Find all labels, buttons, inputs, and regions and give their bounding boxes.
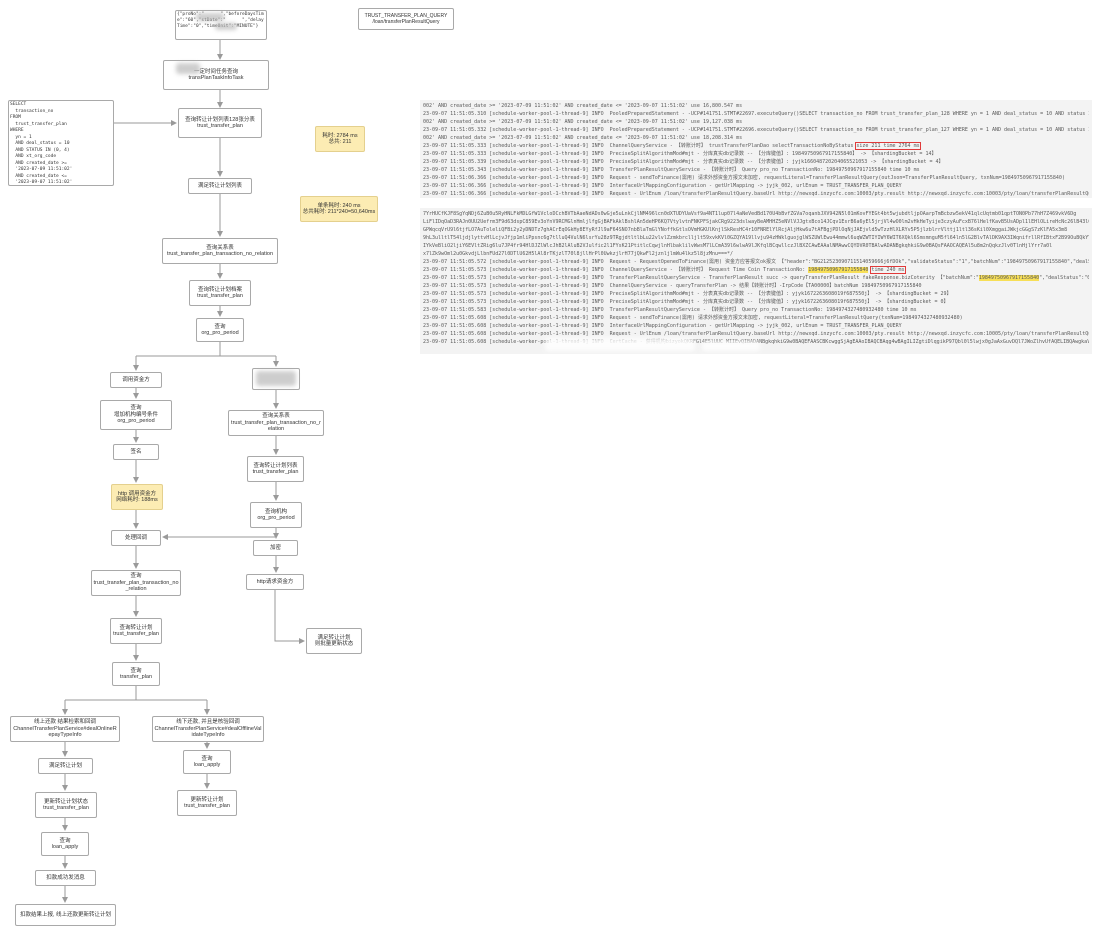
log-line: 9hL3ulltlT54ljdjlyttvHlLcjvJfjp1mliPpsnc…	[423, 235, 1089, 241]
redacted-blob	[215, 23, 237, 30]
node-offline-validate-callback: 线下还款, 并且是核验回调 ChannelTransferPlanService…	[152, 716, 264, 742]
node-query-plan-list-2: 查询转让计划列表 trust_transfer_plan	[247, 456, 304, 482]
node-handle-callback: 处理回调	[111, 530, 161, 546]
note-per-item-time: 单条耗时: 240 ms 总共耗时: 211*240=50,640ms	[300, 196, 378, 222]
node-encrypt: 加密	[253, 540, 298, 556]
note-total-time: 耗时: 2784 ms 总共: 211	[315, 126, 365, 152]
node-query-org-condition: 查询 增加机构编号条件 org_pro_period	[100, 400, 172, 430]
node-report-result: 扣款结果上报, 线上还款更新转让计划	[15, 904, 116, 926]
log-line: IYkVeBliO2ljiY6EVltZRig6lu7JP4fr94HlDJZl…	[423, 243, 1053, 249]
log-line: 23-09-07 11:51:06.366 [schedule-worker-p…	[423, 191, 1089, 197]
log-line: 7YrHUCfKJF8SgYqNDj6ZuB0u5RyHNLFkMDLGfW1V…	[423, 211, 1077, 217]
node-update-plan-status: 更新转让计划状态 trust_transfer_plan	[35, 792, 97, 818]
node-query-plan-record: 查询转让计划档案 trust_transfer_plan	[189, 280, 251, 306]
node-query-plan-2: 查询转让计划 trust_transfer_plan	[110, 618, 162, 644]
highlight-redbox: size 211 time 2764 ms	[856, 143, 920, 149]
log-line: LiFlIDqOaD3RAJn0UU2Uefrm3F9d63dspC859Ev3…	[423, 219, 1089, 225]
node-query-transfer-plan: 查询 transfer_plan	[112, 662, 160, 686]
log-line: 23-09-07 11:51:05.573 [schedule-worker-p…	[423, 299, 949, 305]
node-match-plan: 满足转让计划	[38, 758, 93, 774]
log-line: 002' AND created_date >= '2023-07-09 11:…	[423, 135, 743, 141]
log-line: 23-09-07 11:51:05.333 [schedule-worker-p…	[423, 143, 920, 149]
node-query-plan-list: 查询转让计划列表128张分表 trust_transfer_plan	[178, 108, 262, 138]
node-api-endpoint: TRUST_TRANSFER_PLAN_QUERY /loan/transfer…	[358, 8, 454, 30]
node-sign: 签名	[113, 444, 159, 460]
log-panel-1: 002' AND created_date >= '2023-07-09 11:…	[420, 100, 1092, 198]
node-query-relation-2: 查询 trust_transfer_plan_transaction_no_re…	[91, 570, 181, 596]
log-line: 23-09-07 11:51:05.572 [schedule-worker-p…	[423, 259, 1089, 265]
node-query-org-2: 查询机构 org_pro_period	[250, 502, 302, 528]
log-line: 23-09-07 11:51:06.366 [schedule-worker-p…	[423, 175, 1065, 181]
highlight-redbox: time 240 ms	[871, 267, 905, 273]
node-http-request-fund: http请求资金方	[246, 574, 304, 590]
node-query-org-period: 查询 org_pro_period	[196, 318, 244, 342]
highlight-yellow: 19849750967917155840	[808, 267, 869, 273]
redacted-blob	[176, 63, 200, 74]
node-send-success-message: 扣款成功发消息	[35, 870, 96, 886]
log-panel-2: 7YrHUCfKJF8SgYqNDj6ZuB0u5RyHNLFkMDLGfW1V…	[420, 208, 1092, 354]
redacted-blob	[702, 341, 760, 351]
log-line: 23-09-07 11:51:05.310 [schedule-worker-p…	[423, 111, 1089, 117]
redacted-blob	[256, 371, 296, 386]
log-line: 23-09-07 11:51:05.608 [schedule-worker-p…	[423, 315, 963, 321]
redacted-blob	[196, 13, 224, 21]
node-match-plan-list: 满足转让计划列表	[188, 178, 252, 194]
log-line: 23-09-07 11:51:05.333 [schedule-worker-p…	[423, 151, 937, 157]
log-line: 23-09-07 11:51:06.366 [schedule-worker-p…	[423, 183, 902, 189]
node-query-relation: 查询关系表 trust_transfer_plan_transaction_no…	[162, 238, 278, 264]
node-match-update-status: 满足转让计划 则批量更新状态	[306, 628, 362, 654]
log-line: 23-09-07 11:51:05.573 [schedule-worker-p…	[423, 291, 952, 297]
log-line: 23-09-07 11:51:05.608 [schedule-worker-p…	[423, 331, 1089, 337]
node-sql-query: SELECT transaction_no FROM trust_transfe…	[8, 100, 114, 186]
node-query-loan-apply: 查询 loan_apply	[41, 832, 89, 856]
log-line: 23-09-07 11:51:05.339 [schedule-worker-p…	[423, 159, 944, 165]
log-line: GPWqcqVrU9l6tjfLO7AuToleliQFBi2y2yDNDTz7…	[423, 227, 1068, 233]
node-call-fund-side: 调用资金方	[110, 372, 162, 388]
node-online-repay-callback: 线上还款 结果检索和回调 ChannelTransferPlanService#…	[10, 716, 120, 742]
log-line: 002' AND created_date >= '2023-07-09 11:…	[423, 119, 743, 125]
log-line: x7lZk9wOml2u0GkvdjLlbnFUd27l0DTlU62H5lAl…	[423, 251, 734, 257]
redacted-blob	[545, 338, 695, 351]
log-line: 23-09-07 11:51:05.573 [schedule-worker-p…	[423, 283, 922, 289]
node-http-call-fund: http 调用资金方 网络耗时: 188ms	[111, 484, 163, 510]
log-line: 23-09-07 11:51:05.573 [schedule-worker-p…	[423, 275, 1089, 281]
node-query-loan-apply-2: 查询 loan_apply	[183, 750, 231, 774]
log-line: 23-09-07 11:51:05.332 [schedule-worker-p…	[423, 127, 1089, 133]
log-line: 23-09-07 11:51:05.573 [schedule-worker-p…	[423, 267, 905, 273]
node-query-relation-3: 查询关系表 trust_transfer_plan_transaction_no…	[228, 410, 324, 436]
log-line: 23-09-07 11:51:05.608 [schedule-worker-p…	[423, 323, 902, 329]
node-update-plan-2: 更新转让计划 trust_transfer_plan	[177, 790, 237, 816]
log-line: 23-09-07 11:51:05.583 [schedule-worker-p…	[423, 307, 917, 313]
log-line: 23-09-07 11:51:05.343 [schedule-worker-p…	[423, 167, 920, 173]
log-line: 002' AND created_date >= '2023-07-09 11:…	[423, 103, 743, 109]
highlight-yellow: 19849750967917155840	[978, 275, 1040, 281]
